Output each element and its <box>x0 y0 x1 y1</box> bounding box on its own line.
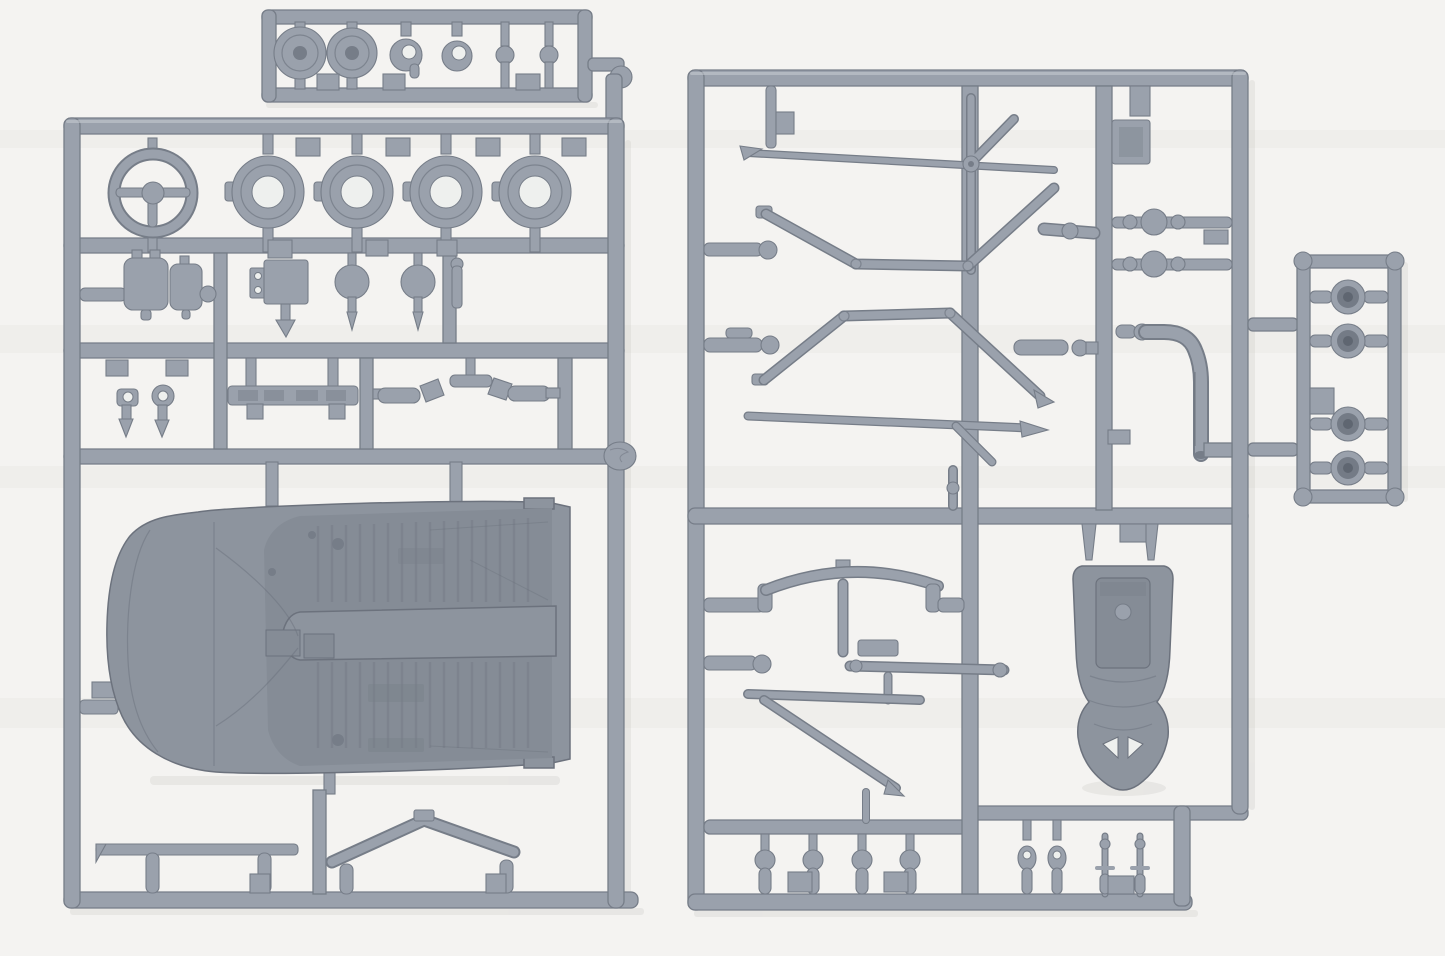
long-thin-rod <box>739 145 1058 174</box>
right-sprue <box>687 69 1299 911</box>
steering-wheel-part <box>107 137 199 253</box>
battery-box <box>249 239 309 339</box>
straight-step-bar <box>95 843 299 894</box>
horn-domes <box>334 239 458 333</box>
mid-linkage-stub <box>703 327 780 355</box>
sprue-tab <box>561 137 587 157</box>
side-stub <box>703 242 763 257</box>
exhaust-elbow-pipe <box>1115 323 1209 462</box>
square-bracket <box>1111 85 1151 165</box>
small-bushing-2 <box>539 21 559 89</box>
bottom-left-pins <box>754 833 921 895</box>
sprue-tab <box>1107 429 1131 445</box>
windshield-arc <box>703 559 965 658</box>
chevron-roof-bar <box>325 809 521 895</box>
sprue-tab <box>385 137 411 157</box>
wheel-hub-cups <box>1309 279 1389 486</box>
lower-long-rod <box>743 411 1050 511</box>
runner-stub <box>1203 442 1233 458</box>
wheel-back-disc-2 <box>326 21 378 90</box>
molding-knot <box>603 441 637 471</box>
roll-bar-hoop <box>751 307 1099 409</box>
bottom-right-pins <box>1017 819 1150 898</box>
side-stub-boss <box>758 240 778 260</box>
sprue-tab <box>382 73 406 91</box>
floor-pan-tub <box>79 461 571 895</box>
top-small-sprue <box>261 9 633 127</box>
hanging-pin <box>765 85 795 149</box>
bucket-seat <box>1072 523 1174 791</box>
air-tanks <box>79 249 217 321</box>
sprue-tab <box>475 137 501 157</box>
sprue-tab <box>295 137 321 157</box>
wheel-back-disc-1 <box>273 21 327 90</box>
diagonal-rod <box>743 689 925 824</box>
sprue-tab <box>1309 387 1335 415</box>
sprue-tab <box>515 73 541 91</box>
hub-ring-2 <box>441 21 473 72</box>
tow-eyelets <box>105 359 189 439</box>
bead-pulley-rows <box>1111 208 1233 278</box>
left-sprue <box>63 117 639 909</box>
bent-chassis-rail <box>755 182 1101 272</box>
linkage-assembly <box>372 357 561 404</box>
hub-ring-1 <box>389 21 423 79</box>
wheel-hub-sprue <box>1293 251 1405 507</box>
brake-drum-parts <box>224 133 572 253</box>
cross-rod <box>962 93 1019 275</box>
small-bushing-1 <box>495 21 515 89</box>
grille-plate <box>227 357 359 420</box>
sprue-tab <box>316 73 340 91</box>
small-rod-part <box>450 257 464 309</box>
